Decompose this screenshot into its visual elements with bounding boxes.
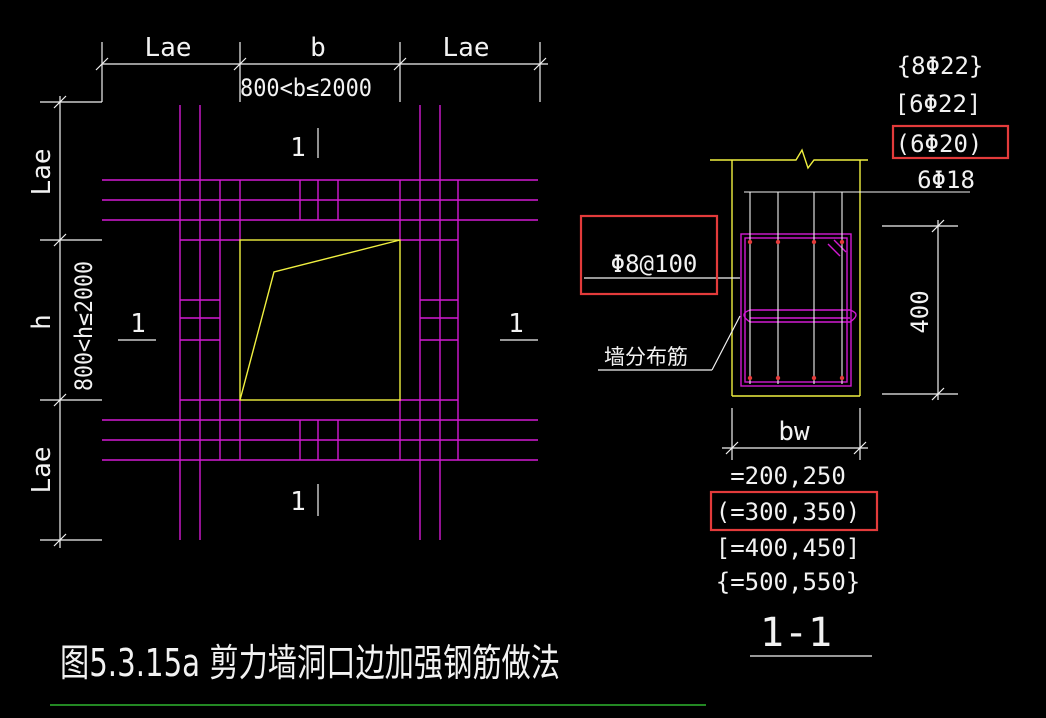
width-option-400: [=400,450] bbox=[716, 534, 861, 562]
section-title: 1-1 bbox=[760, 610, 832, 656]
wall-bar-label: 墙分布筋 bbox=[604, 345, 688, 369]
section-height-400: 400 bbox=[906, 290, 934, 333]
dim-top-right-lae: Lae bbox=[443, 33, 490, 63]
rebar-option-6-22: [6Φ22] bbox=[895, 90, 982, 118]
width-option-200: =200,250 bbox=[730, 462, 846, 490]
stirrup-label: Φ8@100 bbox=[611, 250, 698, 278]
highlight-stirrup bbox=[579, 214, 719, 296]
section-dimensions bbox=[584, 219, 958, 657]
rebar-option-6-20: (6Φ20) bbox=[896, 130, 983, 158]
highlight-width-300 bbox=[709, 490, 879, 532]
opening-rebar-grid bbox=[102, 105, 538, 540]
rebar-option-8-22: {8Φ22} bbox=[897, 52, 984, 80]
dim-top-b: b bbox=[310, 33, 326, 63]
highlight-boxes bbox=[579, 124, 1010, 532]
wall-opening bbox=[239, 239, 401, 401]
dim-h-range: 800<h≤2000 bbox=[70, 261, 98, 391]
figure-title: 图5.3.15a 剪力墙洞口边加强钢筋做法 bbox=[60, 641, 560, 685]
section-concrete-outline bbox=[710, 148, 868, 397]
width-option-500: {=500,550} bbox=[716, 568, 861, 596]
dim-b-range: 800<b≤2000 bbox=[240, 74, 372, 102]
section-rebar bbox=[740, 233, 857, 387]
section-bar-dots bbox=[747, 239, 845, 381]
dimension-lines bbox=[40, 42, 548, 548]
section-mark-bottom: 1 bbox=[290, 487, 306, 517]
section-mark-left: 1 bbox=[130, 309, 146, 339]
section-mark-right: 1 bbox=[508, 309, 524, 339]
section-width-bw: bw bbox=[778, 417, 810, 447]
rebar-option-6-18: 6Φ18 bbox=[917, 166, 975, 194]
section-vertical-bars bbox=[744, 191, 970, 384]
highlight-6-20 bbox=[891, 124, 1010, 160]
dim-left-h: h bbox=[27, 314, 57, 330]
section-mark-top: 1 bbox=[290, 133, 306, 163]
width-option-300: (=300,350) bbox=[716, 498, 861, 526]
dim-left-bottom-lae: Lae bbox=[27, 447, 57, 494]
dim-left-top-lae: Lae bbox=[27, 149, 57, 196]
dim-top-left-lae: Lae bbox=[145, 33, 192, 63]
